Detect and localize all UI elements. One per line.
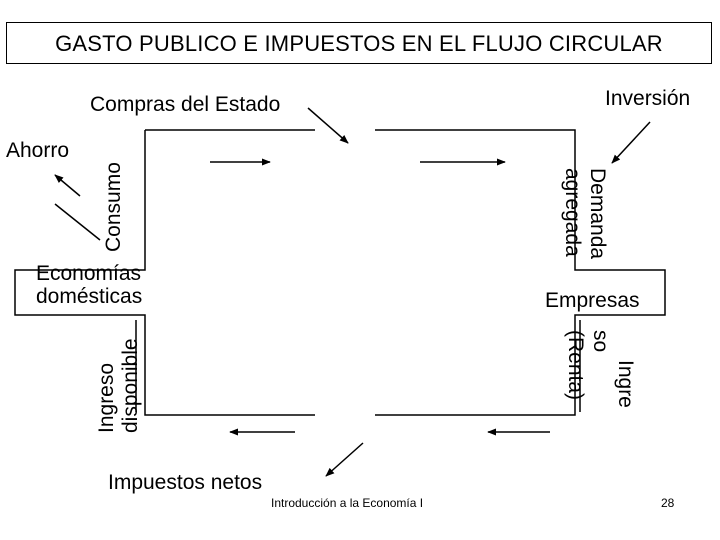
label-economias: Economías — [36, 262, 142, 285]
label-consumo: Consumo — [102, 162, 125, 252]
label-disponible: disponible — [119, 338, 142, 433]
label-ahorro: Ahorro — [6, 139, 70, 162]
label-demanda: Demanda — [586, 168, 609, 260]
inversion-arrow — [611, 121, 651, 164]
ahorro-arrow — [54, 174, 81, 197]
label-domesticas: domésticas — [36, 285, 143, 308]
slide-title: GASTO PUBLICO E IMPUESTOS EN EL FLUJO CI… — [55, 31, 663, 56]
ahorro-arrow-tail — [54, 203, 101, 241]
label-impuestos-netos: Impuestos netos — [108, 471, 263, 494]
compras-arrow — [307, 107, 349, 144]
label-inversion: Inversión — [605, 87, 691, 110]
label-agregada: agregada — [561, 168, 584, 257]
label-so: so — [589, 330, 612, 353]
label-renta: (Renta) — [564, 330, 587, 401]
label-ingreso-renta: Ingre so (Renta) — [563, 330, 638, 408]
title-box: GASTO PUBLICO E IMPUESTOS EN EL FLUJO CI… — [6, 22, 712, 64]
flow-loop-outline — [14, 129, 666, 416]
footer-page-number: 28 — [661, 496, 675, 510]
label-economias-domesticas: Economías domésticas — [36, 262, 142, 308]
label-ingre: Ingre — [614, 360, 637, 408]
footer-course: Introducción a la Economía I — [271, 496, 424, 510]
label-empresas: Empresas — [545, 289, 640, 312]
label-compras-del-estado: Compras del Estado — [90, 93, 281, 116]
impuestos-arrow — [325, 442, 364, 477]
label-demanda-agregada: Demanda agregada — [560, 168, 610, 259]
label-ingreso-disponible: Ingreso disponible — [95, 338, 143, 433]
label-ingreso: Ingreso — [95, 362, 118, 433]
